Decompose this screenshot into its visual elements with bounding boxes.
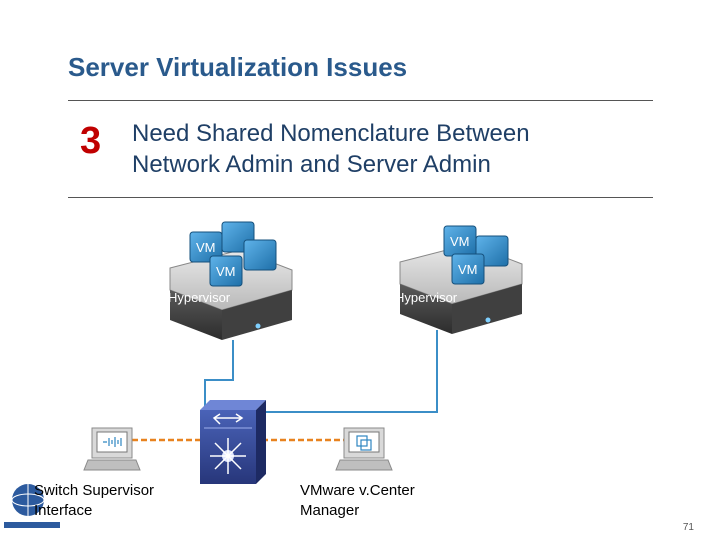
top-divider <box>68 100 653 101</box>
link-left-server <box>204 340 234 415</box>
vm-label: VM <box>458 262 478 277</box>
vcenter-caption-line1: VMware v.Center <box>300 482 415 499</box>
vm-icon <box>243 239 277 271</box>
vcenter-caption-line2: Manager <box>300 502 360 519</box>
server-left: VM VM Hypervisor <box>168 221 293 340</box>
issue-number: 3 <box>80 120 102 162</box>
issue-heading-line1: Need Shared Nomenclature Between <box>132 120 530 147</box>
hypervisor-label-right: Hypervisor <box>395 290 458 305</box>
switch-caption-line2: Interface <box>34 502 93 519</box>
switch-caption-line1: Switch Supervisor <box>34 482 155 499</box>
hypervisor-label-left: Hypervisor <box>168 290 231 305</box>
bottom-divider <box>68 197 653 198</box>
switch-icon <box>200 400 266 484</box>
page-number: 71 <box>682 522 694 533</box>
switch-supervisor-caption: Switch Supervisor Interface <box>34 481 154 521</box>
server-right: VM VM Hypervisor <box>395 225 523 334</box>
vm-label: VM <box>216 264 236 279</box>
network-links <box>132 330 438 442</box>
vm-cluster-left: VM VM <box>189 221 277 287</box>
issue-heading: Need Shared Nomenclature Between Network… <box>132 118 652 180</box>
vm-icon <box>209 255 243 287</box>
supervisor-terminal-icon <box>83 427 141 471</box>
vm-label: VM <box>450 234 470 249</box>
vm-icon <box>451 253 485 285</box>
issue-heading-line2: Network Admin and Server Admin <box>132 151 491 178</box>
vm-label: VM <box>196 240 216 255</box>
vm-cluster-right: VM VM <box>443 225 509 285</box>
page-title: Server Virtualization Issues <box>68 52 408 82</box>
vcenter-terminal-icon <box>335 427 393 471</box>
vcenter-caption: VMware v.Center Manager <box>300 481 415 521</box>
link-right-server <box>261 330 438 420</box>
company-logo <box>4 484 60 528</box>
